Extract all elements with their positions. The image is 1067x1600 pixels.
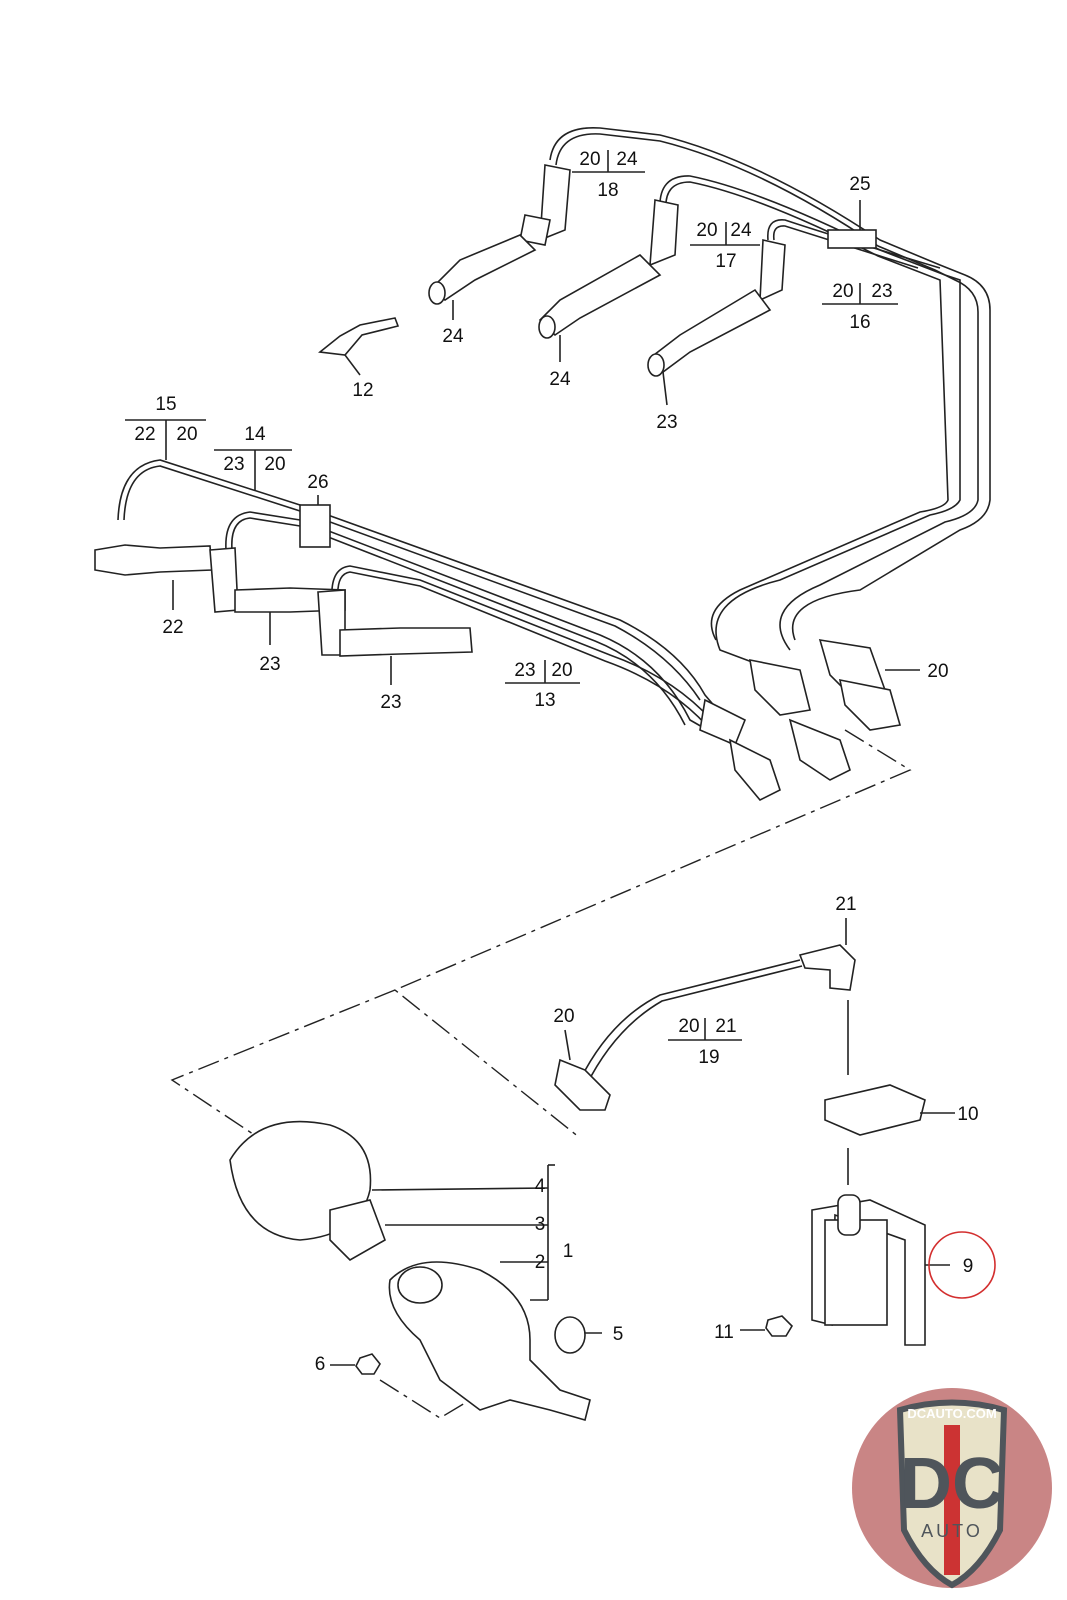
label-24[interactable]: 24 [549,369,571,390]
label-23[interactable]: 23 [259,654,280,675]
highlight-circle-part-9 [928,1231,996,1299]
rotor-3 [329,1199,386,1261]
label-23[interactable]: 23 [380,692,401,713]
label-3[interactable]: 3 [535,1214,546,1235]
cable-holder-26 [299,504,331,548]
leader-lines [125,150,955,1266]
distributor [229,1120,602,1421]
cable-holder-25 [827,229,877,249]
label: 20 [176,424,197,445]
nut-6 [355,1353,381,1375]
label-6[interactable]: 6 [315,1354,326,1375]
label: 23 [514,660,535,681]
o-ring-5 [554,1316,586,1354]
label-13[interactable]: 13 [534,690,555,711]
spark-plug-12 [318,317,400,356]
label-17[interactable]: 17 [715,251,736,272]
label-24[interactable]: 24 [442,326,464,347]
label: 20 [832,281,853,302]
label-20[interactable]: 20 [927,661,948,682]
label-18[interactable]: 18 [597,180,618,201]
label: 24 [616,149,638,170]
label-15[interactable]: 15 [155,394,176,415]
label: 23 [223,454,244,475]
label-19[interactable]: 19 [698,1047,719,1068]
label-23[interactable]: 23 [656,412,677,433]
label: 24 [730,220,752,241]
ignition-cables-left [94,459,902,801]
label-11[interactable]: 11 [714,1322,734,1343]
logo-sub-text: AUTO [921,1521,983,1541]
label: 20 [264,454,285,475]
coil-wire [554,944,856,1111]
label: 21 [715,1016,736,1037]
label-21[interactable]: 21 [835,894,856,915]
label: 20 [551,660,572,681]
label-26[interactable]: 26 [307,472,328,493]
label-4[interactable]: 4 [535,1176,546,1197]
assembly-guide-lines [170,729,912,1419]
label: 20 [579,149,600,170]
label: 23 [871,281,892,302]
logo-main-text: DC [900,1444,1004,1524]
ignition-cables-upper [549,127,991,666]
label-2[interactable]: 2 [535,1252,546,1273]
label: 22 [134,424,155,445]
dcauto-logo: DCAUTO.COM DC AUTO [852,1388,1052,1589]
label-25[interactable]: 25 [849,174,870,195]
label-1[interactable]: 1 [563,1241,574,1262]
ignition-coil [740,1000,926,1346]
label-22[interactable]: 22 [162,617,183,638]
logo-top-text: DCAUTO.COM [907,1406,996,1421]
bracket-10 [824,1084,926,1136]
label-12[interactable]: 12 [352,380,373,401]
nut-11 [765,1315,794,1337]
spark-plug-connectors-upper [318,164,786,377]
label-10[interactable]: 10 [957,1104,978,1125]
label-9[interactable]: 9 [963,1256,974,1277]
label: 20 [678,1016,699,1037]
label-14[interactable]: 14 [244,424,266,445]
label-20[interactable]: 20 [553,1006,574,1027]
label-5[interactable]: 5 [613,1324,624,1345]
callout-labels: 20 24 18 25 20 24 17 20 23 16 24 24 12 2… [134,149,978,1375]
label-16[interactable]: 16 [849,312,870,333]
label: 20 [696,220,717,241]
